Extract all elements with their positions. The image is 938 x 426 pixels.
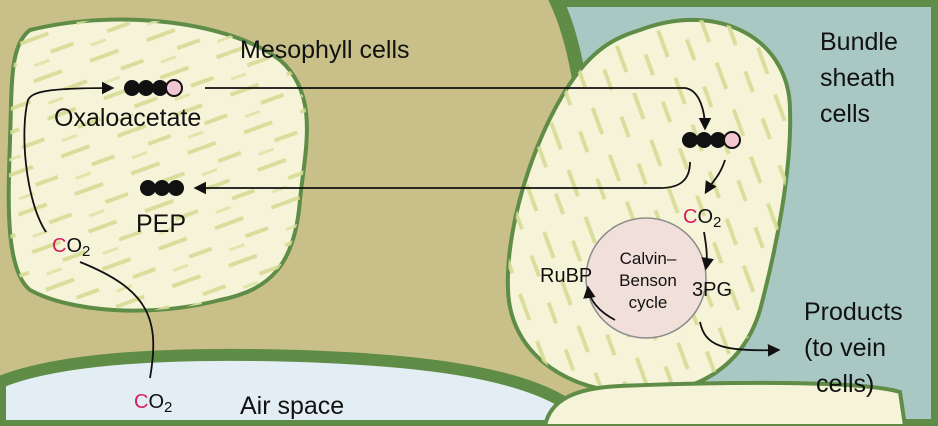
label-bundle-2: sheath — [820, 64, 895, 92]
label-rubp: RuBP — [540, 265, 592, 287]
calvin-line-2: Benson — [619, 271, 677, 290]
label-oxaloacetate: Oxaloacetate — [54, 104, 201, 132]
calvin-line-1: Calvin– — [620, 249, 677, 268]
calvin-line-3: cycle — [629, 293, 668, 312]
label-products-3: cells) — [816, 370, 874, 398]
label-bundle-3: cells — [820, 100, 870, 128]
label-pep: PEP — [136, 210, 186, 238]
three-carbon-icon — [140, 180, 184, 196]
label-products-2: (to vein — [804, 334, 886, 362]
label-bundle-1: Bundle — [820, 28, 898, 56]
label-3pg: 3PG — [692, 279, 732, 301]
label-mesophyll: Mesophyll cells — [240, 36, 410, 64]
label-air-space: Air space — [240, 392, 344, 420]
label-products-1: Products — [804, 298, 903, 326]
